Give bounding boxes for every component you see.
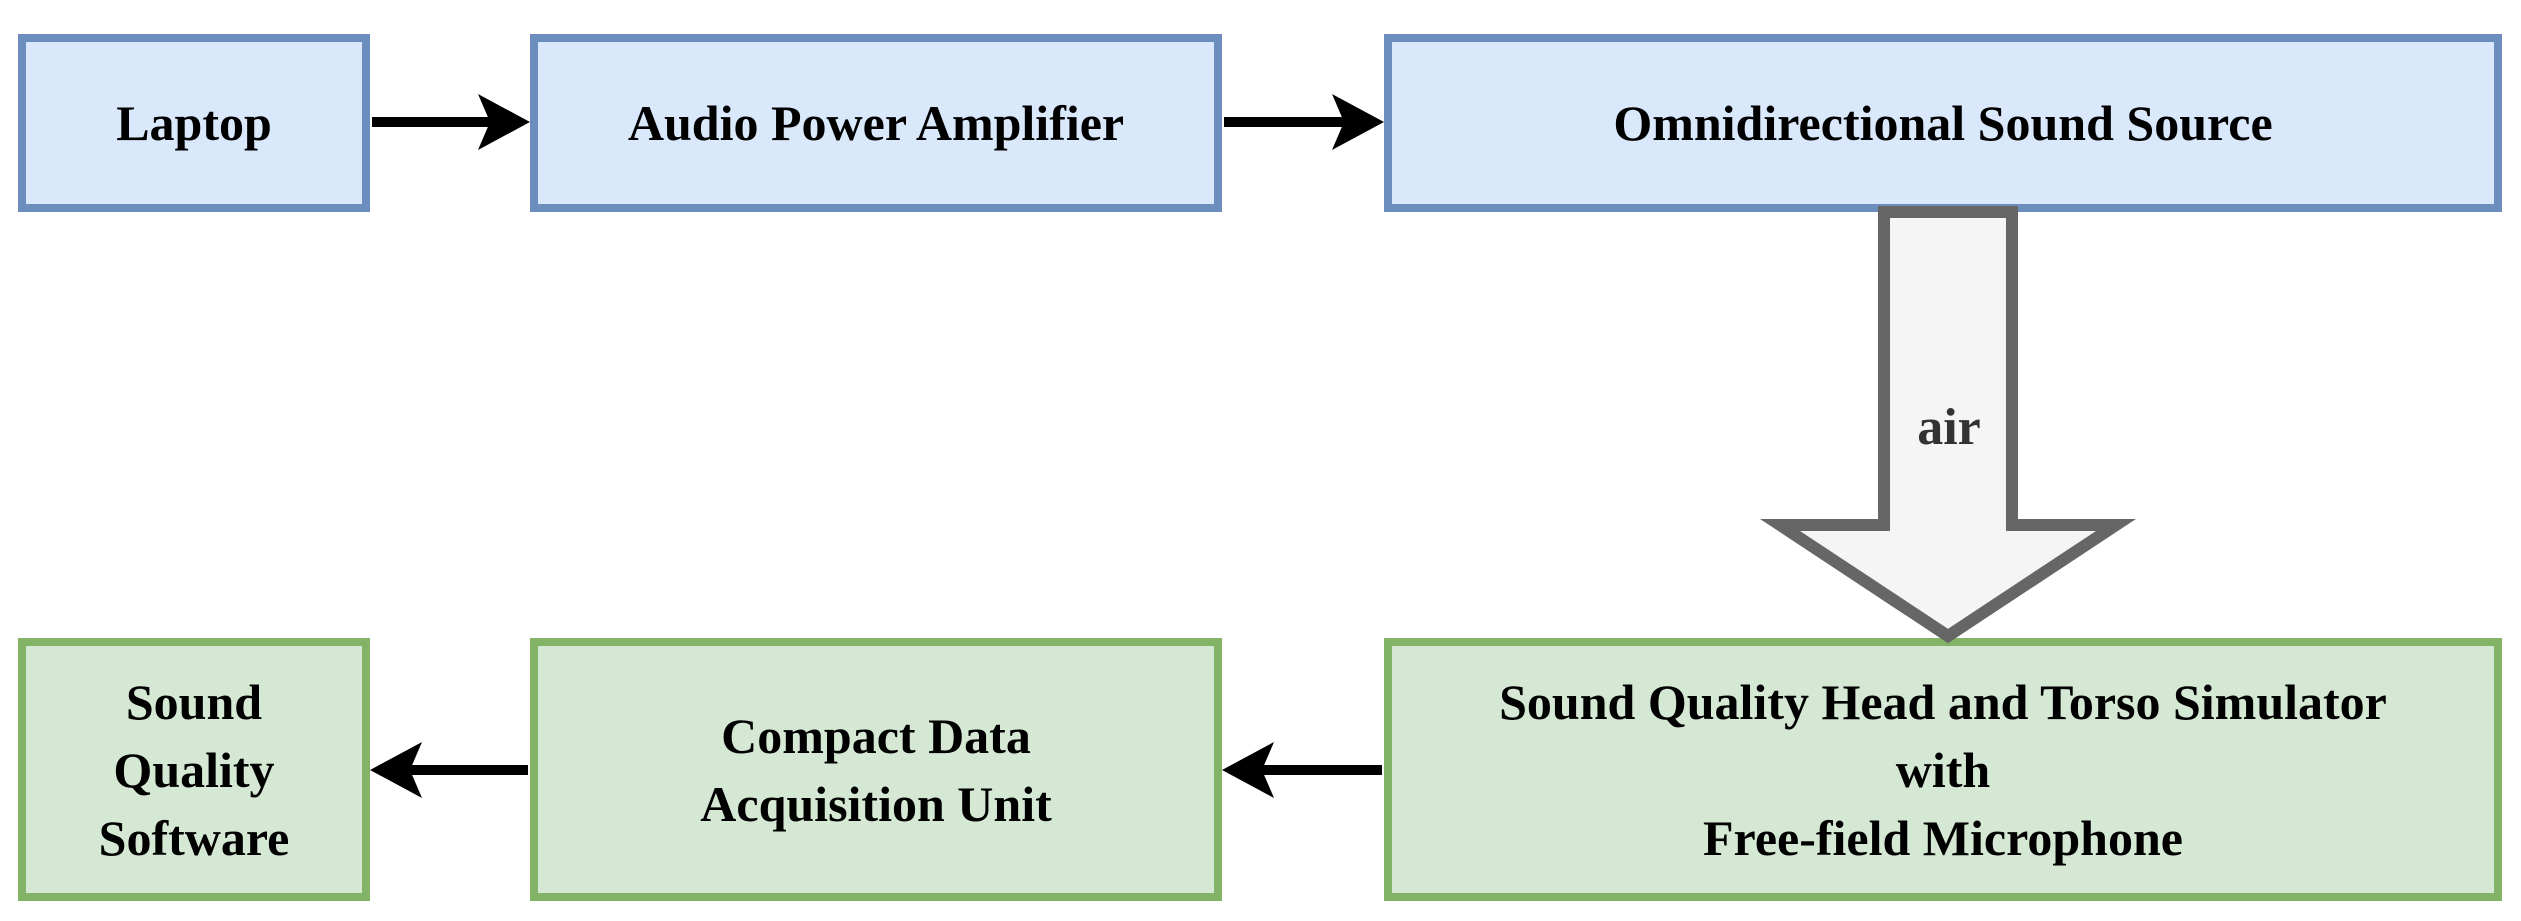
audio-power-amplifier-box: Audio Power Amplifier [530,34,1222,212]
omnidirectional-sound-source-label: Omnidirectional Sound Source [1613,95,2273,151]
arrow-laptop-to-amplifier-head [478,94,530,150]
compact-data-acquisition-unit-box: Compact Data Acquisition Unit [530,638,1222,901]
head-and-torso-simulator-label: Sound Quality Head and Torso Simulator w… [1499,673,2387,866]
omnidirectional-sound-source-box: Omnidirectional Sound Source [1384,34,2502,212]
compact-data-acquisition-unit-label: Compact Data Acquisition Unit [700,707,1052,832]
arrow-amplifier-to-source-head [1332,94,1384,150]
arrow-simulator-to-daq-head [1222,742,1274,798]
air-label: air [1917,399,1981,456]
sound-quality-software-box: Sound Quality Software [18,638,370,901]
audio-power-amplifier-label: Audio Power Amplifier [627,95,1125,151]
laptop-box: Laptop [18,34,370,212]
head-and-torso-simulator-box: Sound Quality Head and Torso Simulator w… [1384,638,2502,901]
arrow-daq-to-software-head [370,742,422,798]
sound-quality-software-label: Sound Quality Software [98,673,290,866]
laptop-label: Laptop [116,95,272,151]
